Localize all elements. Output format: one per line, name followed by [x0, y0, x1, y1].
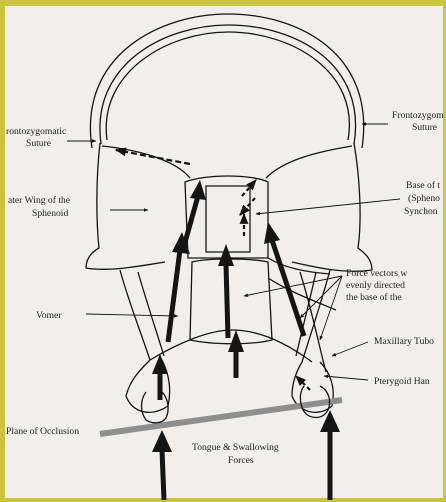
- left-orbit-rim: [86, 143, 165, 269]
- arrowhead: [320, 410, 340, 432]
- label-frontozygomatic-right-2: Suture: [412, 122, 437, 133]
- arrowhead: [190, 180, 206, 200]
- left-tooth: [142, 392, 169, 423]
- skull-vault-outer: [90, 14, 363, 148]
- label-frontozygomatic-left-1: rontozygomatic: [6, 126, 66, 137]
- label-greater-wing-1: ater Wing of the: [8, 195, 70, 206]
- force-arrow: [272, 240, 304, 336]
- right-orbit-rim: [292, 143, 372, 271]
- force-arrow: [162, 450, 164, 500]
- label-frontozygomatic-right-1: Frontozygom: [392, 110, 444, 121]
- label-plane-of-occlusion: Plane of Occlusion: [6, 426, 79, 437]
- label-tongue-swallowing-1: Tongue & Swallowing: [192, 442, 279, 453]
- label-maxillary-tuberosity: Maxillary Tubo: [374, 336, 434, 347]
- arrowhead: [264, 222, 280, 244]
- vomer-box: [190, 259, 272, 344]
- label-greater-wing-2: Sphenoid: [32, 208, 68, 219]
- label-force-vectors-3: the base of the: [346, 292, 402, 303]
- force-arrow: [168, 250, 180, 342]
- left-pterygoid-inner: [138, 272, 164, 356]
- skull-outline: [86, 14, 372, 412]
- skull-vault-inner: [100, 25, 356, 144]
- label-base-sphenoid-3: Synchon: [404, 206, 438, 217]
- label-base-sphenoid-1: Base of t: [406, 180, 440, 191]
- label-tongue-swallowing-2: Forces: [228, 455, 254, 466]
- arrowhead: [152, 430, 172, 452]
- occlusion-plane: [100, 400, 342, 434]
- label-vomer: Vomer: [36, 310, 62, 321]
- label-pterygoid-hamulus: Pterygoid Han: [374, 376, 430, 387]
- label-force-vectors-2: evenly directed: [346, 280, 405, 291]
- label-frontozygomatic-left-2: Suture: [26, 138, 51, 149]
- arrowhead: [228, 330, 244, 352]
- label-force-vectors-1: Force vectors w: [346, 268, 407, 279]
- arrowhead: [218, 244, 234, 266]
- label-base-sphenoid-2: (Spheno: [408, 193, 440, 204]
- right-greater-wing: [266, 146, 352, 178]
- force-arrow: [226, 264, 228, 338]
